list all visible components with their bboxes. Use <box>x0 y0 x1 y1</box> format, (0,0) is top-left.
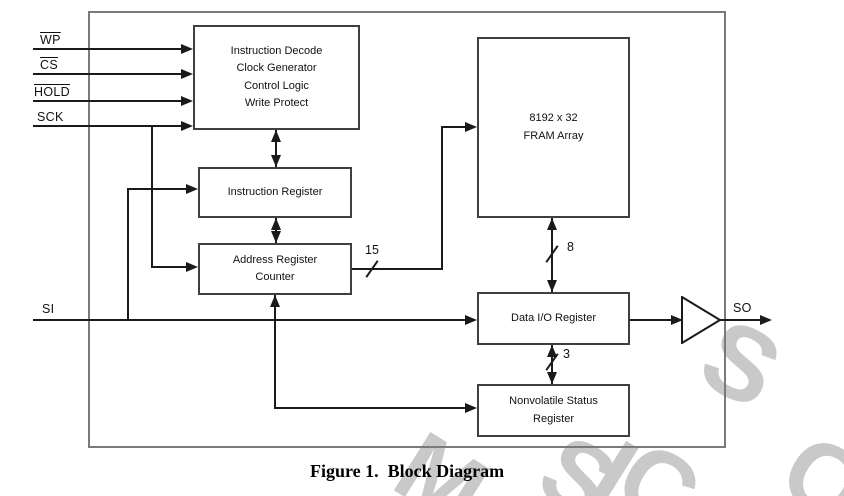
signal-line-cs <box>33 73 181 75</box>
block-label-line: Nonvolatile Status <box>509 395 598 408</box>
signal-label-wp: WP <box>40 33 61 47</box>
block-label-line: 8192 x 32 <box>529 112 578 125</box>
block-label-line: Address Register <box>232 253 318 266</box>
block-instruction-register: Instruction Register <box>198 167 352 218</box>
arrowhead-icon <box>465 403 477 413</box>
block-instruction-decode: Instruction Decode Clock Generator Contr… <box>193 25 360 130</box>
arrowhead-icon <box>181 69 193 79</box>
signal-line-hold <box>33 100 181 102</box>
block-label-line: Data I/O Register <box>511 311 596 324</box>
bus-width-label-status: 3 <box>563 347 570 361</box>
bus-width-label-data: 8 <box>567 240 574 254</box>
arrowhead-icon <box>547 280 557 292</box>
block-label-line: Instruction Decode <box>230 45 323 58</box>
address-bus-vline <box>441 126 443 270</box>
arrowhead-icon <box>181 96 193 106</box>
sck-branch-hline <box>151 266 186 268</box>
arrowhead-icon <box>270 295 280 307</box>
arrowhead-icon <box>465 122 477 132</box>
block-fram-array: 8192 x 32 FRAM Array <box>477 37 630 218</box>
arrowhead-icon <box>186 262 198 272</box>
block-label-line: Control Logic <box>244 79 309 92</box>
arrowhead-icon <box>271 155 281 167</box>
signal-label-cs: CS <box>40 58 58 72</box>
signal-line-sck <box>33 125 181 127</box>
arrowhead-icon <box>271 130 281 142</box>
block-label-line: Clock Generator <box>236 62 317 75</box>
block-label-line: FRAM Array <box>523 129 584 142</box>
arrowhead-icon <box>465 315 477 325</box>
signal-label-sck: SCK <box>37 110 64 124</box>
signal-line-si <box>33 319 465 321</box>
dataio-buffer-line <box>630 319 671 321</box>
signal-line-wp <box>33 48 181 50</box>
figure-caption: Figure 1. Block Diagram <box>310 461 505 481</box>
si-branch-vline <box>127 189 129 321</box>
block-label-line: Write Protect <box>244 96 309 109</box>
watermark-letter: O <box>762 411 844 496</box>
block-label-line: Counter <box>255 271 295 283</box>
signal-label-so: SO <box>733 301 752 315</box>
instr-counter-bus <box>275 218 277 243</box>
address-bus-hline2 <box>441 126 465 128</box>
arrowhead-icon <box>186 184 198 194</box>
arrowhead-icon <box>547 218 557 230</box>
si-status-hline <box>274 407 465 409</box>
arrowhead-icon <box>181 121 193 131</box>
signal-label-si: SI <box>42 302 55 316</box>
output-buffer-icon <box>681 296 722 344</box>
bus-width-label-address: 15 <box>365 243 379 257</box>
chip-boundary <box>88 11 726 448</box>
block-address-register-counter: Address Register Counter <box>198 243 352 295</box>
block-label-line: Instruction Register <box>227 185 323 198</box>
arrowhead-icon <box>760 315 772 325</box>
signal-label-hold: HOLD <box>34 85 70 99</box>
arrowhead-icon <box>181 44 193 54</box>
decode-instr-bus <box>275 130 277 167</box>
si-branch-hline <box>127 188 186 190</box>
sck-branch-vline <box>151 125 153 268</box>
arrowhead-icon <box>547 345 557 357</box>
block-nonvolatile-status-register: Nonvolatile Status Register <box>477 384 630 437</box>
block-data-io-register: Data I/O Register <box>477 292 630 345</box>
so-line <box>719 319 760 321</box>
arrowhead-icon <box>547 372 557 384</box>
si-status-vline <box>274 295 276 409</box>
arrowhead-icon <box>271 218 281 230</box>
block-label-line: Register <box>533 412 574 425</box>
address-bus-hline <box>352 268 443 270</box>
status-bus-vline <box>551 345 553 384</box>
arrowhead-icon <box>271 231 281 243</box>
arrowhead-icon <box>671 315 683 325</box>
